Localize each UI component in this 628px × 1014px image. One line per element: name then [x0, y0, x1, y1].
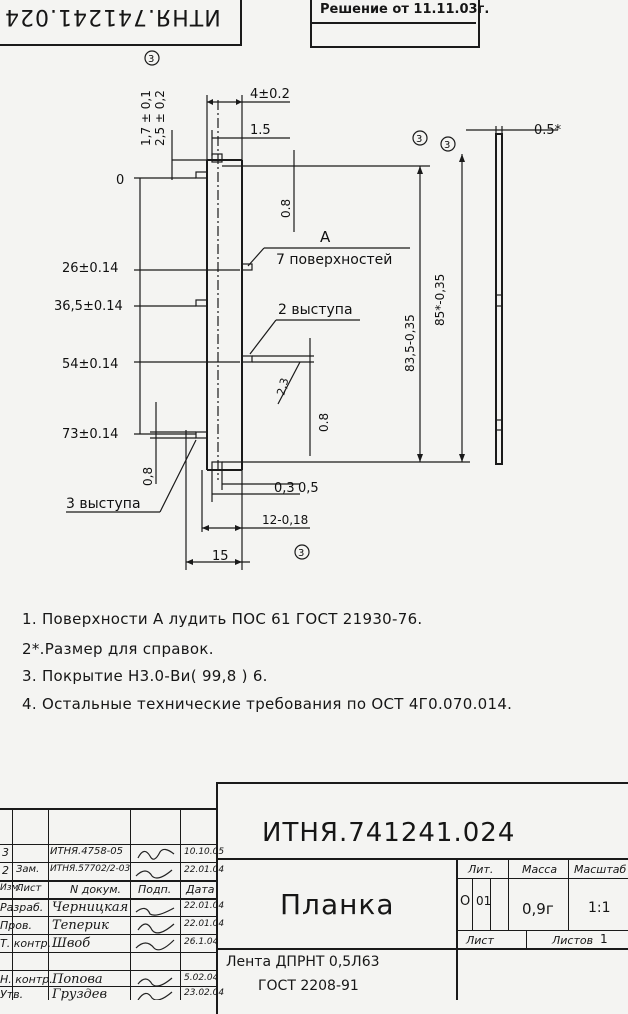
dim-0-5-bottom: 0,5 — [298, 481, 319, 496]
dim-tol-2: 2,5 ± 0,2 — [153, 90, 167, 146]
material-line-2: ГОСТ 2208-91 — [258, 978, 359, 994]
scale-value: 1:1 — [588, 900, 611, 916]
vrule-scale — [568, 860, 569, 930]
decision-box-rule — [312, 22, 476, 24]
dim-0-3: 0,3 — [274, 481, 295, 496]
vrule-lit2 — [490, 878, 491, 930]
header-rule — [0, 44, 240, 46]
title-block-rule-1 — [216, 858, 628, 860]
title-block-frame — [216, 782, 628, 1014]
dim-0: 0 — [116, 173, 124, 188]
dim-26: 26±0.14 — [62, 261, 118, 276]
decision-box — [310, 0, 480, 48]
label-a: A — [320, 228, 331, 246]
header-divider — [240, 0, 242, 46]
dim-0-5-side: 0.5* — [534, 123, 562, 138]
doc-number: ИТНЯ.741241.024 — [262, 818, 516, 848]
dim-1-5: 1.5 — [250, 123, 271, 138]
sheets-label: Листов — [552, 934, 594, 947]
label-7-surfaces: 7 поверхностей — [276, 252, 392, 268]
note-3: 3. Покрытие Н3.0-Ви( 99,8 ) 6. — [22, 667, 268, 685]
dim-36-5: 36,5±0.14 — [54, 299, 123, 314]
dim-12: 12-0,18 — [262, 513, 308, 527]
dim-73: 73±0.14 — [62, 427, 118, 442]
mass-value: 0,9г — [522, 900, 554, 918]
lit-1: О — [460, 894, 471, 909]
note-2: 2*.Размер для справок. — [22, 640, 214, 658]
col-lit: Лит. — [468, 863, 494, 876]
dim-tol-1: 1,7 ± 0,1 — [139, 90, 153, 146]
title-block-rule-2 — [216, 948, 628, 950]
dim-2-3: 2,3 — [274, 377, 291, 397]
signature-scribbles — [135, 848, 175, 1000]
callout-3-c: 3 — [444, 140, 450, 151]
callout-3-a: 3 — [148, 54, 154, 65]
title-block-rule-3 — [456, 878, 628, 879]
dim-85: 85*-0,35 — [433, 274, 447, 326]
col-mass: Масса — [522, 863, 558, 876]
callout-3-d: 3 — [298, 548, 304, 559]
vrule-mass — [508, 860, 509, 930]
dim-0-8-top: 0.8 — [279, 199, 293, 218]
part-name: Планка — [280, 888, 395, 921]
label-2-projections: 2 выступа — [278, 302, 353, 318]
dim-0-8-left: 0,8 — [141, 467, 155, 486]
vrule-lit — [472, 878, 473, 930]
part-drawing: 3 3 3 3 1,7 ± 0,1 2,5 ± 0,2 4±0.2 1.5 0 … — [54, 50, 562, 570]
sheets-value: 1 — [600, 932, 608, 946]
dim-0-8-right: 0.8 — [317, 413, 331, 432]
lit-2: 01 — [476, 894, 492, 908]
decision-text: Решение от 11.11.03г. — [320, 2, 490, 17]
note-4: 4. Остальные технические требования по О… — [22, 695, 513, 713]
sheet-label: Лист — [466, 934, 494, 947]
title-block-vrule — [456, 858, 458, 1000]
vrule-sheet — [526, 930, 527, 950]
dim-83-5: 83,5-0,35 — [403, 314, 417, 372]
dim-54: 54±0.14 — [62, 357, 118, 372]
material-line-1: Лента ДПРНТ 0,5Л63 — [226, 954, 380, 970]
title-block-rule-4 — [456, 930, 628, 931]
dim-4: 4±0.2 — [250, 87, 290, 102]
label-3-projections: 3 выступа — [66, 496, 141, 512]
dim-15: 15 — [212, 549, 229, 564]
callout-3-b: 3 — [416, 134, 422, 145]
col-scale: Масштаб — [574, 863, 627, 876]
note-1: 1. Поверхности А лудить ПОС 61 ГОСТ 2193… — [22, 610, 423, 628]
revision-table: 3 ИТНЯ.4758-05 10.10.05 2 Зам. ИТНЯ.5770… — [0, 808, 224, 1002]
